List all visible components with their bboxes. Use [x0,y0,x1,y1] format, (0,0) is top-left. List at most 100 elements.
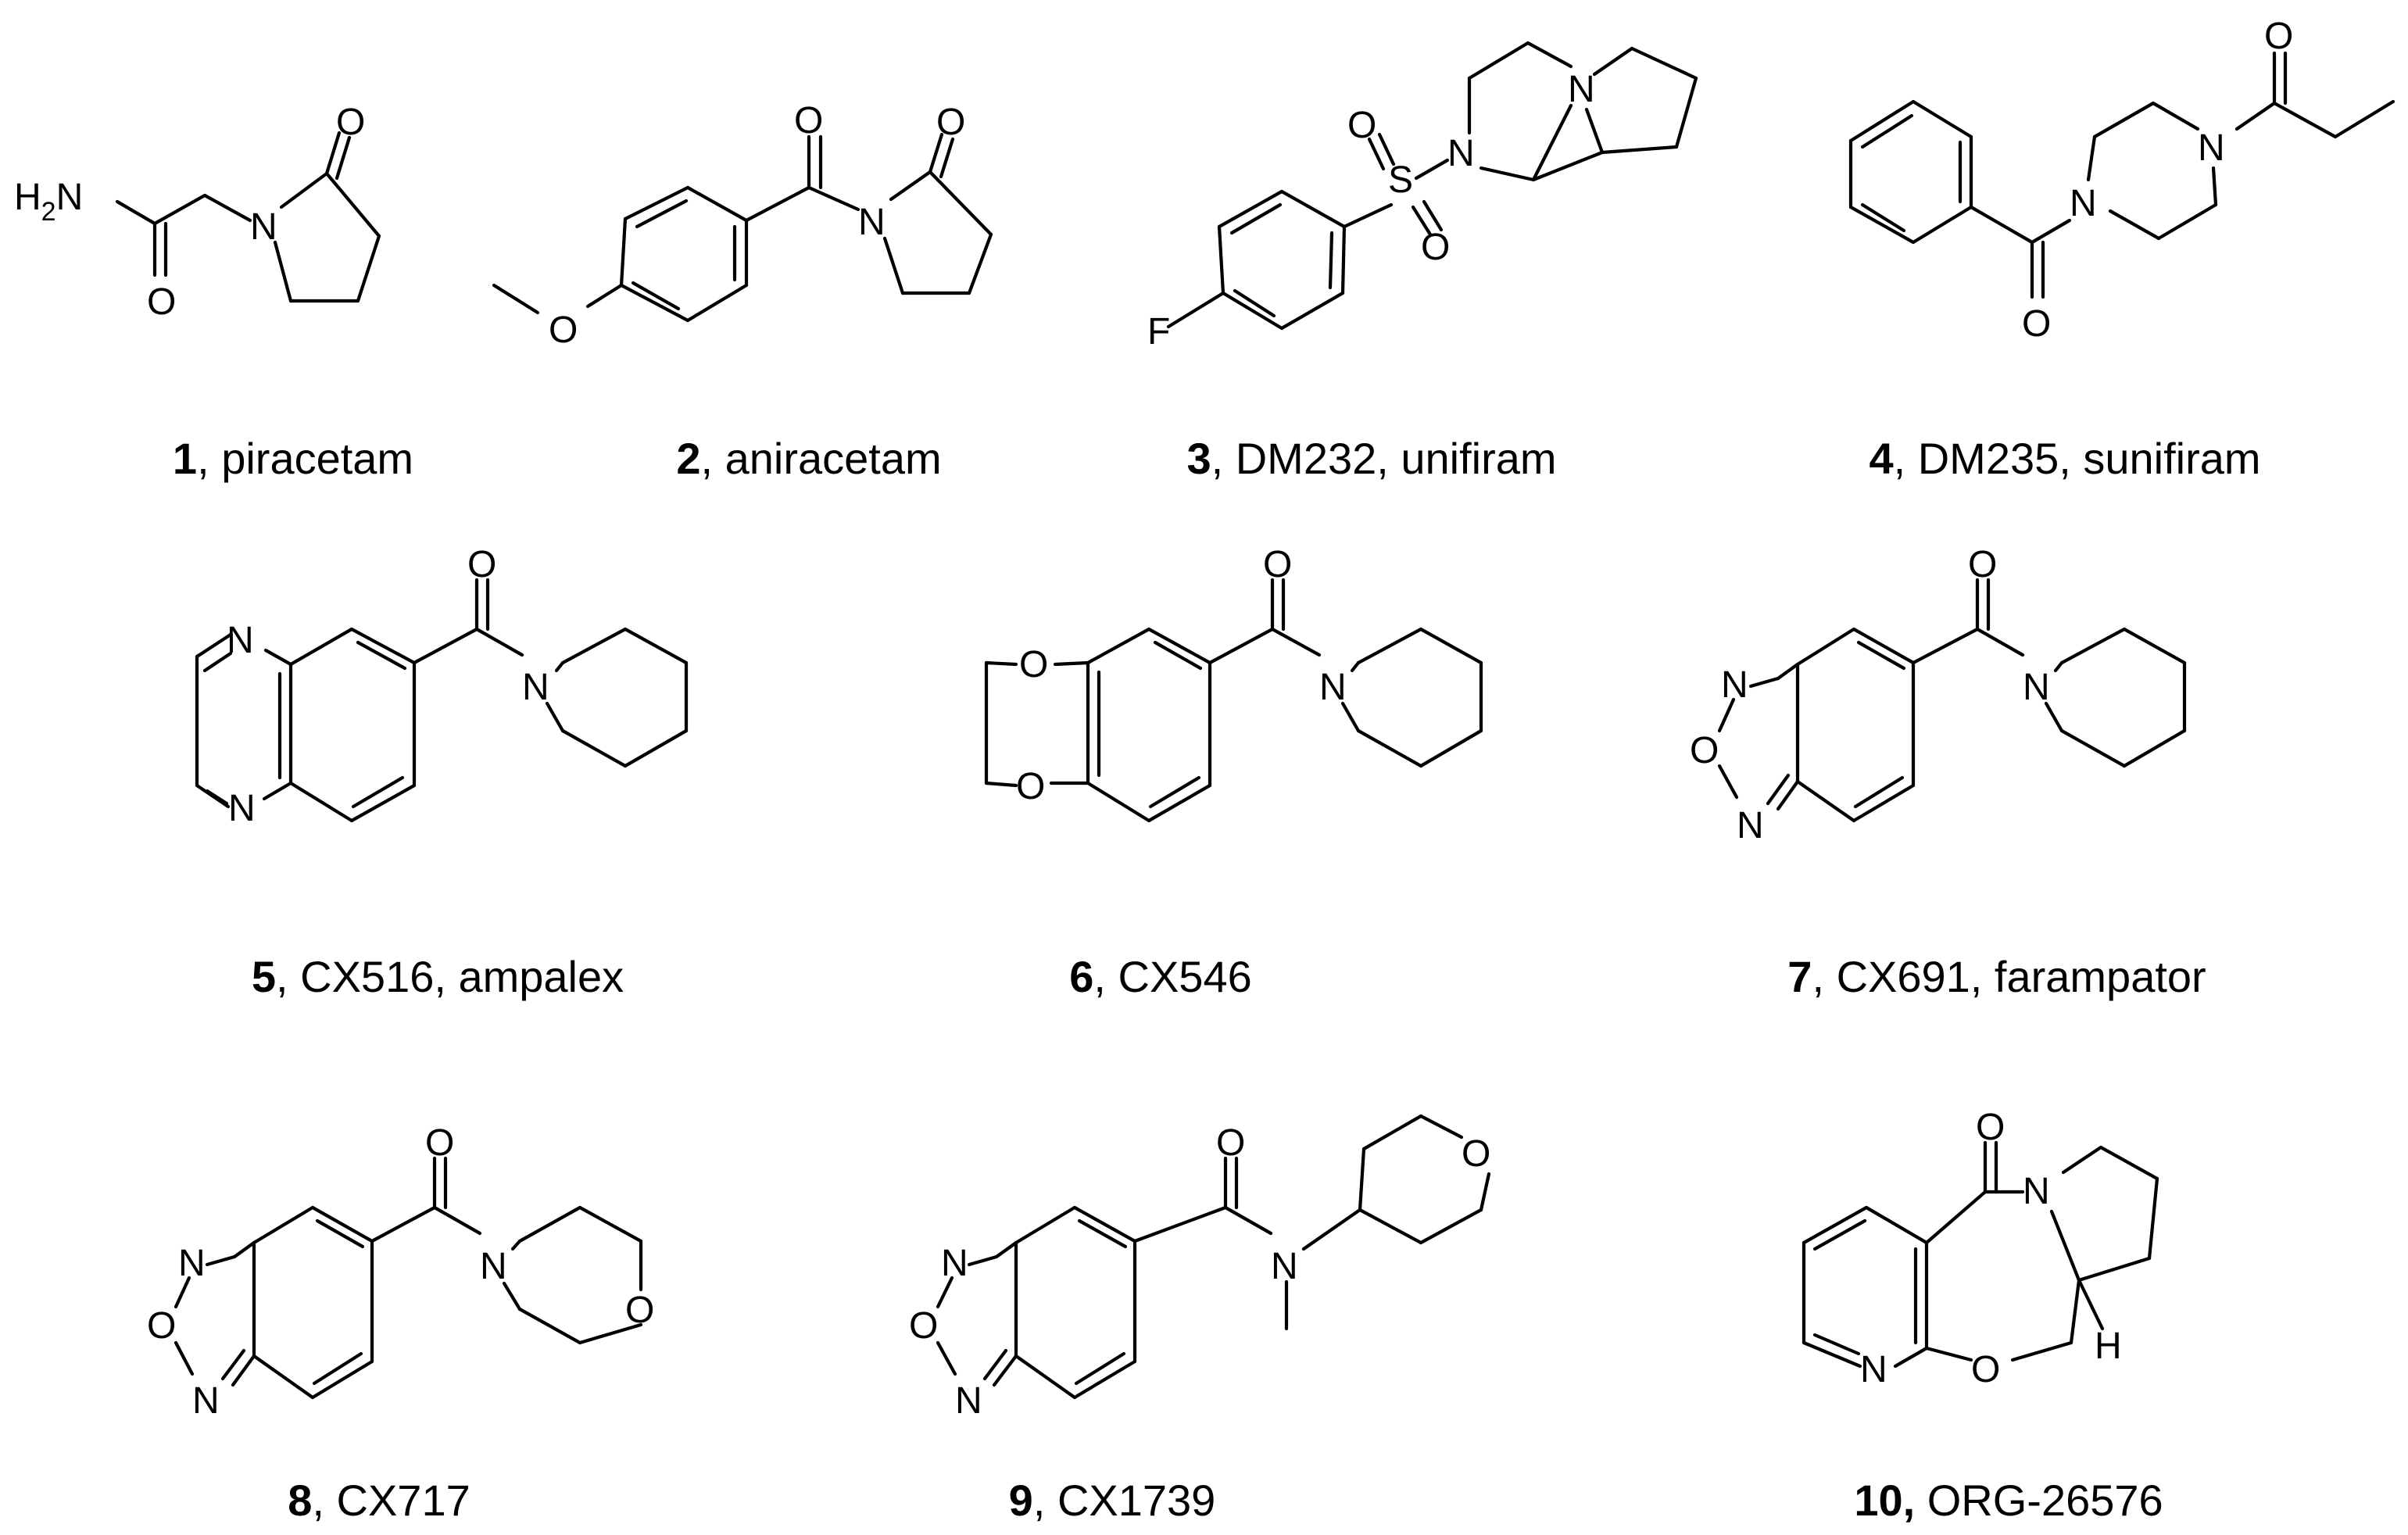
caption-separator: , [1093,952,1118,1001]
atom-label: N [228,788,256,829]
caption-separator: , [276,952,301,1001]
atom-label: S [1388,159,1413,201]
atom-label: O [1216,1122,1245,1164]
atom-label: O [425,1122,454,1164]
atom-label: 2 [41,197,56,227]
atom-label: O [1263,544,1292,585]
atom-label: O [936,102,965,143]
atom-label: N [1737,805,1764,846]
compound-number: 2 [676,434,701,483]
compound-name: ORG-26576 [1927,1476,2163,1525]
atom-label: N [227,620,254,661]
structure-8: N O N O N O [147,1122,654,1422]
compound-number: 3 [1186,434,1211,483]
atom-label: O [467,544,496,585]
compound-number: 5 [251,952,276,1001]
compound-name: DM235, sunifiram [1917,434,2261,483]
atom-label: N [250,206,277,248]
atom-label: N [1319,667,1347,708]
atom-label: O [336,102,365,143]
atom-label: N [178,1243,206,1284]
atom-label: O [549,310,578,351]
compound-name: aniracetam [725,434,942,483]
caption-separator: , [1032,1476,1057,1525]
atom-label: N [2198,127,2225,169]
atom-label: N [1860,1349,1887,1390]
structure-7: N O N O N [1690,544,2187,846]
structure-5: N N O N [195,544,689,829]
atom-label: O [1976,1107,2005,1148]
compound-caption: 1, piracetam [0,434,590,484]
atom-label: N [1568,69,1595,110]
atom-label: N [480,1246,507,1287]
atom-label: O [1347,105,1376,146]
compound-number: 10, [1854,1476,1916,1525]
compound-number: 8 [288,1476,313,1525]
compound-name: CX516, ampalex [300,952,624,1001]
compound-name: CX691, farampator [1836,952,2206,1001]
compound-number: 7 [1787,952,1812,1001]
atom-label: N [858,202,886,243]
structure-10: O N N O H [1802,1107,2159,1390]
compound-number: 1 [172,434,198,483]
atom-label: O [1421,227,1450,268]
caption-separator: , [700,434,725,483]
compound-caption: 10, ORG-26576 [1712,1476,2306,1526]
atom-label: O [147,281,176,323]
atom-label: N [1721,664,1748,706]
compound-number: 4 [1869,434,1894,483]
caption-separator: , [312,1476,337,1525]
structure-3: F S O O N N [1147,41,1698,352]
atom-label: N [955,1380,982,1422]
atom-label: N [2070,183,2097,224]
atom-label: N [1447,133,1475,174]
atom-label: N [941,1243,968,1284]
atom-label: H [2095,1326,2122,1367]
compound-name: DM232, unifiram [1235,434,1557,483]
atom-label: F [1147,311,1170,352]
compound-name: CX546 [1118,952,1252,1001]
atom-label: N [2023,1171,2050,1212]
compound-caption: 6, CX546 [864,952,1458,1002]
atom-label: O [1462,1133,1490,1175]
structure-9: N O N O N O [909,1114,1490,1422]
atom-label: O [1690,730,1719,771]
compound-caption: 3, DM232, unifiram [1075,434,1669,484]
structure-6: O O O N [984,544,1483,823]
compound-name: piracetam [221,434,414,483]
atom-label: H [14,177,41,218]
compound-caption: 9, CX1739 [815,1476,1409,1526]
caption-separator: , [1893,434,1918,483]
caption-separator: , [1812,952,1837,1001]
compound-caption: 8, CX717 [82,1476,676,1526]
atom-label: N [192,1380,220,1422]
compound-caption: 7, CX691, farampator [1700,952,2294,1002]
compound-number: 6 [1069,952,1094,1001]
compound-name: CX1739 [1057,1476,1216,1525]
compound-number: 9 [1008,1476,1033,1525]
atom-label: N [522,667,549,708]
caption-separator: , [1211,434,1236,483]
atom-label: O [2022,303,2051,345]
atom-label: O [1968,544,1997,585]
caption-separator [1915,1476,1927,1525]
structure-4: O N N O [1848,16,2395,345]
atom-label: O [2264,16,2293,57]
structure-1: H2N O N O [14,102,381,323]
atom-label: O [1971,1349,2000,1390]
atom-label: O [1016,766,1045,807]
atom-label: O [1019,644,1048,685]
compound-name: CX717 [336,1476,471,1525]
compound-caption: 5, CX516, ampalex [141,952,735,1002]
compound-caption: 4, DM235, sunifiram [1768,434,2362,484]
atom-label: N [1271,1246,1298,1287]
compound-caption: 2, aniracetam [512,434,1106,484]
atom-label: N [2023,667,2050,708]
atom-label: N [56,177,84,218]
atom-label: O [909,1305,938,1347]
structure-2: O O N O [492,100,993,351]
caption-separator: , [197,434,222,483]
atom-label: O [625,1290,654,1331]
